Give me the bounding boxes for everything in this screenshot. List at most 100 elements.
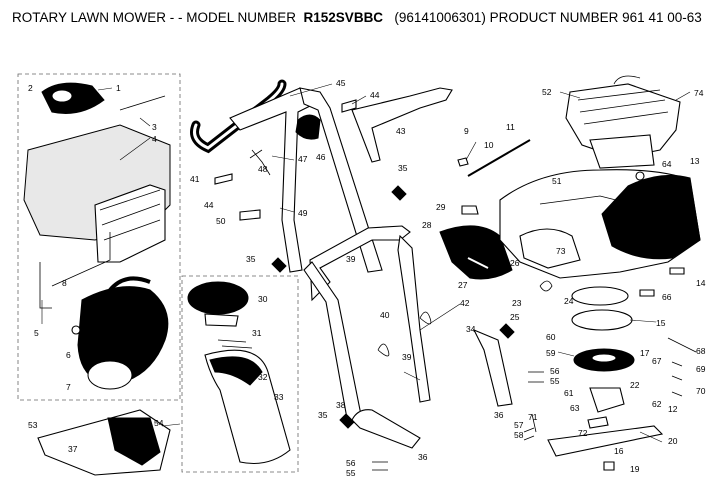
ring-15 bbox=[571, 286, 629, 306]
label-24: 24 bbox=[564, 296, 574, 306]
label-39b: 39 bbox=[402, 352, 412, 362]
wing-nut-35b bbox=[271, 257, 287, 273]
bolt-19 bbox=[603, 461, 615, 471]
label-68: 68 bbox=[696, 346, 706, 356]
label-41: 41 bbox=[190, 174, 200, 184]
label-36: 36 bbox=[418, 452, 428, 462]
label-61: 61 bbox=[564, 388, 574, 398]
label-63: 63 bbox=[570, 403, 580, 413]
label-43: 43 bbox=[396, 126, 406, 136]
label-11: 11 bbox=[506, 122, 515, 132]
part-number-labels: 1 2 3 4 5 6 7 8 53 54 37 30 31 32 33 41 … bbox=[28, 78, 706, 478]
label-25: 25 bbox=[510, 312, 520, 322]
label-56: 56 bbox=[346, 458, 356, 468]
spring-26 bbox=[539, 280, 553, 292]
cable-clip-40b bbox=[419, 311, 432, 325]
handle-bolt-44b bbox=[341, 99, 357, 113]
label-69: 69 bbox=[696, 364, 706, 374]
label-29: 29 bbox=[436, 202, 446, 212]
rod-11 bbox=[467, 139, 531, 177]
bracket-63 bbox=[589, 387, 625, 413]
handle-bracket-38 bbox=[351, 409, 421, 449]
fan-60 bbox=[571, 309, 633, 331]
label-35c: 35 bbox=[318, 410, 328, 420]
label-42: 42 bbox=[460, 298, 470, 308]
label-28: 28 bbox=[422, 220, 432, 230]
label-70: 70 bbox=[696, 386, 706, 396]
blade-20 bbox=[547, 425, 664, 457]
control-bail-43 bbox=[351, 87, 453, 163]
label-12: 12 bbox=[668, 404, 678, 414]
mulch-kit-group-box bbox=[181, 275, 299, 473]
wing-nut-35d bbox=[339, 413, 355, 429]
washer-72 bbox=[587, 416, 609, 429]
catcher-rod bbox=[119, 95, 166, 111]
label-55b: 55 bbox=[550, 376, 560, 386]
label-72: 72 bbox=[578, 428, 588, 438]
bolt-9 bbox=[457, 157, 469, 167]
upper-handle-right bbox=[299, 87, 383, 273]
label-17: 17 bbox=[640, 348, 650, 358]
label-57: 57 bbox=[514, 420, 524, 430]
label-3: 3 bbox=[152, 122, 157, 132]
label-51: 51 bbox=[552, 176, 562, 186]
bolts-56-55-left bbox=[372, 461, 388, 471]
label-45: 45 bbox=[336, 78, 346, 88]
label-44: 44 bbox=[204, 200, 214, 210]
label-33: 33 bbox=[274, 392, 284, 402]
label-36b: 36 bbox=[494, 410, 504, 420]
cable-clamp-46 bbox=[295, 114, 321, 140]
knob-29 bbox=[461, 205, 479, 215]
label-35b: 35 bbox=[398, 163, 408, 173]
label-1: 1 bbox=[116, 83, 121, 93]
label-50: 50 bbox=[216, 216, 226, 226]
label-6: 6 bbox=[66, 350, 71, 360]
catcher-cover bbox=[41, 82, 105, 114]
label-54: 54 bbox=[154, 418, 164, 428]
label-19: 19 bbox=[630, 464, 640, 474]
label-39: 39 bbox=[346, 254, 356, 264]
wing-nut-35a bbox=[391, 185, 407, 201]
label-40: 40 bbox=[380, 310, 390, 320]
label-44b: 44 bbox=[370, 90, 380, 100]
label-26: 26 bbox=[510, 258, 520, 268]
grass-catcher-group-box bbox=[17, 73, 181, 401]
screw-14 bbox=[669, 267, 685, 275]
label-14: 14 bbox=[696, 278, 706, 288]
label-73: 73 bbox=[556, 246, 566, 256]
label-32: 32 bbox=[258, 372, 268, 382]
label-47: 47 bbox=[298, 154, 308, 164]
title-model: R152SVBBC bbox=[303, 10, 384, 25]
label-27: 27 bbox=[458, 280, 468, 290]
label-4: 4 bbox=[152, 134, 157, 144]
label-58: 58 bbox=[514, 430, 524, 440]
leader-lines bbox=[41, 83, 691, 443]
pin-71 bbox=[531, 413, 537, 433]
label-10: 10 bbox=[484, 140, 494, 150]
label-16: 16 bbox=[614, 446, 624, 456]
label-66: 66 bbox=[662, 292, 672, 302]
mulch-spring bbox=[217, 339, 253, 349]
label-56b: 56 bbox=[550, 366, 560, 376]
label-49: 49 bbox=[298, 208, 308, 218]
label-48: 48 bbox=[258, 164, 268, 174]
grass-catcher-bag bbox=[23, 124, 171, 263]
label-22: 22 bbox=[630, 380, 640, 390]
label-8: 8 bbox=[62, 278, 67, 288]
label-9: 9 bbox=[464, 126, 469, 136]
adjuster-parts bbox=[667, 337, 697, 397]
label-31: 31 bbox=[252, 328, 262, 338]
label-46: 46 bbox=[316, 152, 326, 162]
flap-bolt bbox=[71, 325, 81, 335]
label-20: 20 bbox=[668, 436, 678, 446]
label-55: 55 bbox=[346, 468, 356, 478]
label-23: 23 bbox=[512, 298, 522, 308]
label-52: 52 bbox=[542, 87, 552, 97]
label-13: 13 bbox=[690, 156, 700, 166]
rear-deflector-28 bbox=[439, 225, 513, 280]
label-53: 53 bbox=[28, 420, 38, 430]
handle-bolt-44 bbox=[214, 173, 233, 185]
label-37: 37 bbox=[68, 444, 78, 454]
screw-57-58 bbox=[523, 427, 535, 441]
